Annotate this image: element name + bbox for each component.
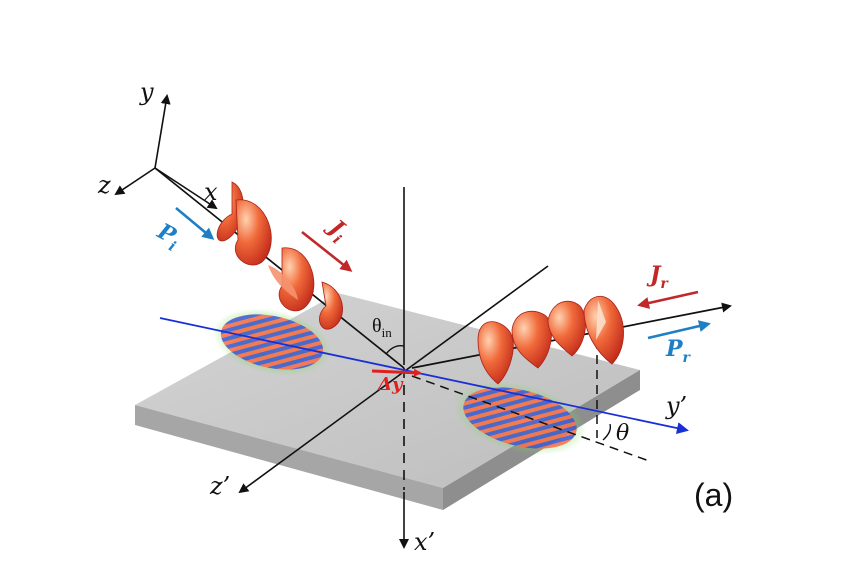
reflected-momentum-arrow — [647, 320, 711, 340]
theta-angle-arc — [602, 423, 612, 441]
delta-y-label: Δy — [377, 374, 404, 395]
incident-angular-momentum-label: Ji — [319, 212, 353, 248]
panel-label: (a) — [694, 477, 733, 513]
frame-x-axis — [154, 167, 218, 210]
frame-x-label: x — [204, 178, 218, 206]
theta-in-angle-arc — [385, 344, 405, 355]
reflected-angular-momentum-label: Jr — [646, 262, 669, 292]
reflected-projection-dashed — [411, 375, 653, 463]
z-prime-label: z’ — [209, 472, 230, 500]
y-prime-axis-right — [403, 369, 689, 434]
slab-front-face — [135, 405, 443, 510]
frame-y-axis — [154, 94, 171, 169]
delta-y-shift-arrow — [371, 368, 422, 377]
incident-beam-axis — [154, 167, 405, 369]
reflected-momentum-label: Pr — [665, 336, 692, 366]
frame-z-axis — [114, 167, 156, 196]
theta-label: θ — [616, 421, 629, 446]
incident-momentum-arrow — [175, 207, 215, 240]
reflected-angular-momentum-arrow — [637, 290, 699, 309]
incident-angular-momentum-arrow — [301, 230, 353, 272]
theta-in-label: θin — [372, 315, 392, 340]
frame-y-label: y — [139, 78, 154, 106]
frame-z-label: z — [97, 171, 111, 199]
incident-helical-beam — [216, 181, 343, 330]
reflected-helical-beam — [477, 296, 624, 385]
x-prime-label: x’ — [414, 528, 435, 556]
z-prime-axis — [238, 265, 549, 494]
y-prime-axis-left — [159, 317, 405, 371]
y-prime-label: y’ — [665, 392, 687, 420]
incident-momentum-label: Pi — [150, 218, 184, 255]
